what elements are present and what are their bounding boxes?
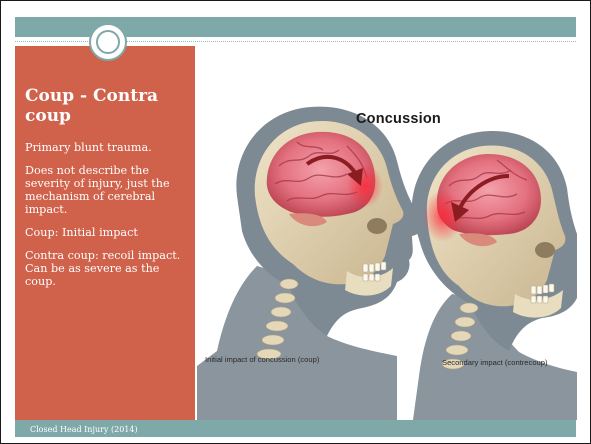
caption-coup: Initial impact of concussion (coup) xyxy=(205,355,319,364)
head-coup xyxy=(197,107,422,420)
illustration-title: Concussion xyxy=(356,111,441,127)
head-contrecoup xyxy=(412,131,577,420)
circle-ornament-inner xyxy=(96,30,120,54)
bullet-item: Contra coup: recoil impact. Can be as se… xyxy=(25,249,190,288)
bullet-list: Primary blunt trauma. Does not describe … xyxy=(25,141,190,298)
slide-footer: Closed Head Injury (2014) xyxy=(30,425,138,434)
circle-ornament-icon xyxy=(89,23,127,61)
bullet-item: Coup: Initial impact xyxy=(25,226,190,239)
slide-title: Coup - Contra coup xyxy=(25,86,190,126)
caption-contrecoup: Secondary impact (contrecoup) xyxy=(442,358,548,367)
bullet-item: Does not describe the severity of injury… xyxy=(25,164,190,216)
bullet-item: Primary blunt trauma. xyxy=(25,141,190,154)
